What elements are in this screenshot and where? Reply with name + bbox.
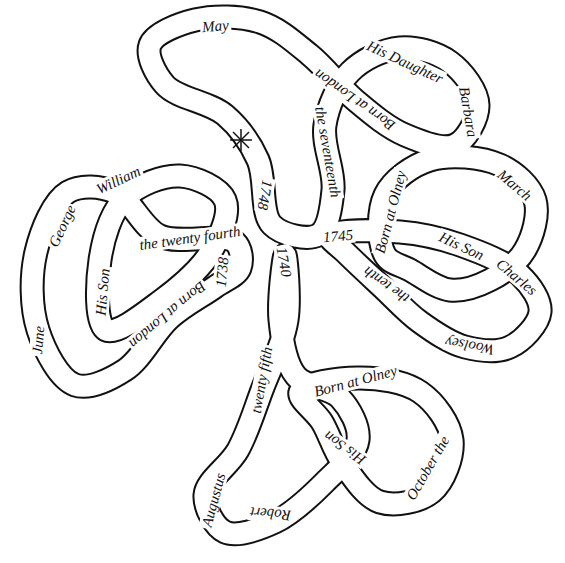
band-text: Born at London (125, 277, 211, 353)
band-text: His Daughter (363, 37, 448, 88)
band-text: Born at Olney (371, 167, 409, 257)
knot-band (32, 187, 241, 386)
band-text: March (493, 165, 537, 205)
asterisk-symbol (230, 129, 252, 151)
band-text: the twenty fourth (137, 223, 244, 254)
knot-band-edge (149, 17, 478, 237)
band-text: October the (402, 431, 453, 504)
band-text: George (45, 201, 80, 252)
band-text: William (92, 162, 145, 198)
band-text: His Son (319, 427, 370, 469)
band-text: His Son (435, 228, 488, 264)
band-text: May (199, 17, 231, 36)
band-text: His Son (93, 266, 113, 318)
knot-band-edge (32, 187, 241, 386)
band-text: Born at Olney (310, 362, 400, 400)
band-text: 1738 (213, 254, 232, 289)
band-text: 1748 (254, 177, 276, 213)
band-text: Woolsey (442, 333, 497, 358)
band-text: Barbara (455, 84, 480, 141)
band-text: Charles (492, 254, 542, 299)
band-text: June (29, 323, 48, 357)
band-text: 1740 (273, 244, 295, 280)
band-text: Augustus (199, 469, 230, 530)
band-text: the tenth (358, 262, 413, 307)
band-text: Robert (247, 504, 293, 524)
band-text: twenty fifth (248, 344, 276, 417)
band-text: the seventeenth (312, 103, 344, 200)
band-text: 1745 (320, 227, 355, 246)
knot-band (149, 17, 478, 237)
